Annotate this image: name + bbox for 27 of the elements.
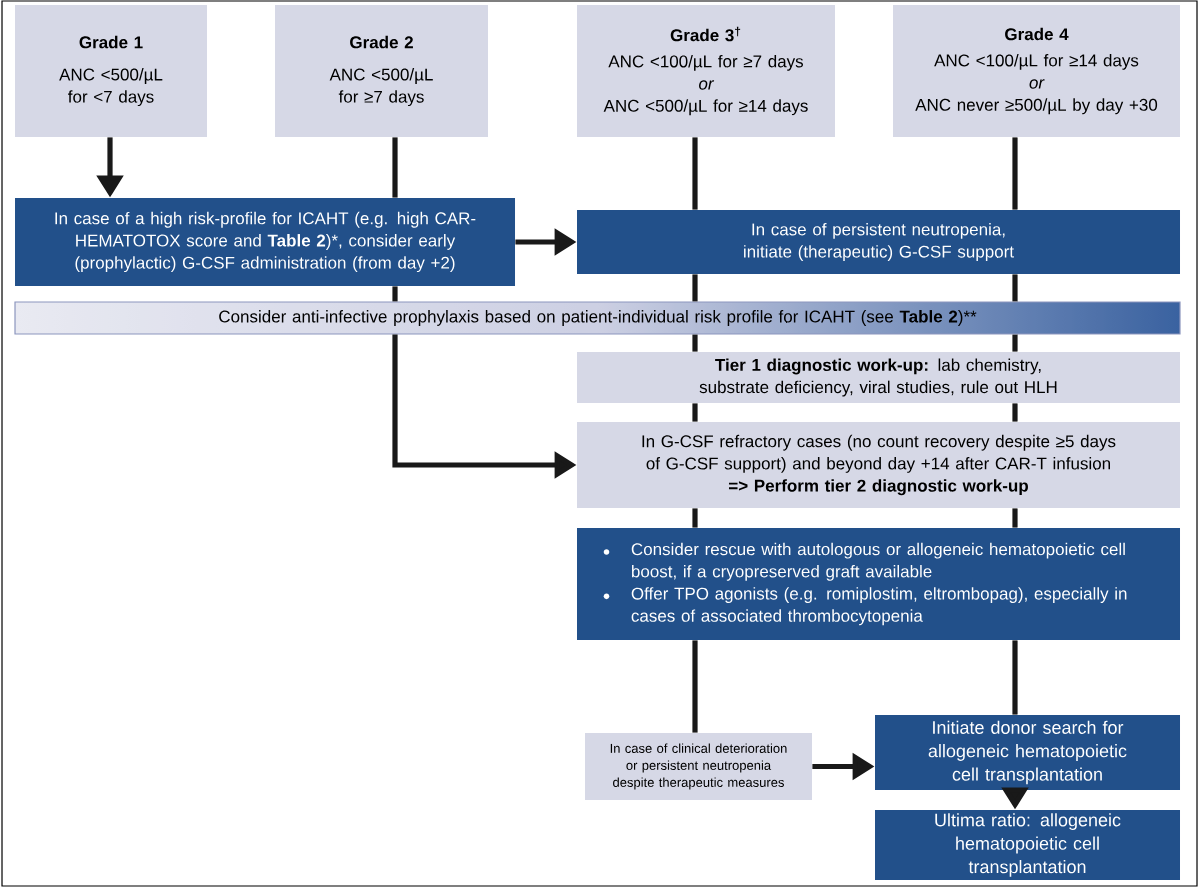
connector-line	[692, 508, 698, 528]
connector-line	[692, 403, 698, 422]
connector-line	[1012, 137, 1018, 210]
process-box: Initiate donor search for allogeneic hematopoietic cell transplantation	[875, 715, 1180, 790]
connector-line	[392, 286, 398, 302]
process-box: Tier 1 diagnostic work-up: lab chemistry, substrate deficiency, viral studies, rule out HLH	[577, 352, 1180, 403]
connector-line	[692, 334, 698, 352]
connector-line	[692, 640, 698, 733]
grade-box: Grade 1 ANC <500/µL for <7 days	[15, 5, 207, 137]
grade-box: Grade 4 ANC <100/µL for ≥14 days or ANC never ≥500/µL by day +30	[893, 5, 1180, 137]
process-box: Ultima ratio: allogeneic hematopoietic cell transplantation	[875, 810, 1180, 880]
banner-box: Consider anti-infective prophylaxis based on patient-individual risk profile for ICAHT (see Table 2)**	[14, 301, 1181, 335]
connector-line	[1012, 508, 1018, 528]
process-box: In G-CSF refractory cases (no count recovery despite ≥5 days of G-CSF support) and beyond day +14 after CAR-T infusion => Perform tier 2 diagnostic work-up	[577, 422, 1180, 508]
connector-line	[392, 137, 398, 198]
process-box: In case of persistent neutropenia, initiate (therapeutic) G-CSF support	[577, 210, 1180, 274]
grade-box: Grade 2 ANC <500/µL for ≥7 days	[275, 5, 488, 137]
connector-line	[1012, 334, 1018, 352]
connector-line	[692, 274, 698, 302]
process-box: Consider rescue with autologous or allogeneic hematopoietic cell boost, if a cryopreserved graft available Offer TPO agonists (e.g. romiplostim, eltrombopag), especially in cases of associated thrombocytopenia	[577, 528, 1180, 640]
connector-line	[692, 137, 698, 210]
connector-line	[1012, 403, 1018, 422]
connector-line	[1012, 274, 1018, 302]
grade-box: Grade 3$^{†}$ ANC <100/µL for ≥7 days or ANC <500/µL for ≥14 days	[577, 5, 835, 137]
condition-box: In case of clinical deterioration or persistent neutropenia despite therapeutic measures	[585, 733, 812, 800]
process-box: In case of a high risk-profile for ICAHT (e.g. high CAR-HEMATOTOX score and Table 2)*, consider early (prophylactic) G-CSF administration (from day +2)	[15, 198, 515, 286]
connector-line	[1012, 640, 1018, 715]
